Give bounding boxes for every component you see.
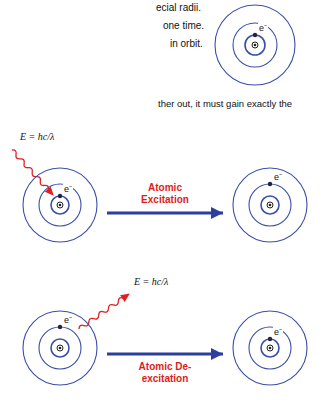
nucleus-core bbox=[269, 204, 272, 207]
orbit-ring bbox=[233, 311, 307, 385]
photon-arrowhead bbox=[120, 290, 132, 302]
nucleus-core bbox=[59, 204, 62, 207]
orbit-ring bbox=[245, 35, 265, 55]
atom-outline bbox=[223, 158, 317, 252]
nucleus-core bbox=[254, 44, 257, 47]
electron-label: e⁻ bbox=[273, 172, 283, 182]
orbit-ring bbox=[215, 5, 295, 85]
orbit-ring bbox=[233, 168, 307, 242]
nucleus bbox=[57, 202, 63, 208]
atom-outline bbox=[13, 301, 107, 395]
transition-arrow bbox=[107, 353, 223, 356]
photon-wave bbox=[78, 296, 125, 330]
orbit-ring bbox=[39, 184, 81, 226]
transition-label: Atomic Excitation bbox=[123, 182, 207, 206]
nucleus-core bbox=[59, 347, 62, 350]
atom-model: e⁻ bbox=[13, 301, 107, 395]
orbit-ring bbox=[51, 196, 69, 214]
atom-outline bbox=[223, 301, 317, 395]
orbit-ring bbox=[23, 168, 97, 242]
electron-label: e⁻ bbox=[258, 23, 268, 33]
nucleus bbox=[252, 42, 258, 48]
transition-arrow bbox=[107, 212, 223, 215]
atom-outline bbox=[205, 0, 305, 95]
electron bbox=[58, 325, 62, 329]
electron-label: e⁻ bbox=[63, 184, 73, 194]
outgoing-photon bbox=[77, 290, 132, 332]
atom-model: e⁻ bbox=[205, 0, 305, 95]
nucleus bbox=[267, 202, 273, 208]
orbit-ring bbox=[261, 196, 279, 214]
body-text: one time. bbox=[163, 20, 204, 32]
transition-label: Atomic De-excitation bbox=[123, 361, 207, 385]
body-text: ecial radii. bbox=[156, 2, 201, 14]
electron bbox=[58, 194, 62, 198]
orbit-ring bbox=[39, 327, 81, 369]
nucleus bbox=[57, 345, 63, 351]
orbit-ring bbox=[249, 327, 291, 369]
nucleus bbox=[267, 345, 273, 351]
atom-model: e⁻ bbox=[223, 301, 317, 395]
electron bbox=[268, 182, 272, 186]
photon-energy: E = hc/λ bbox=[20, 131, 54, 143]
body-text: ther out, it must gain exactly the bbox=[158, 98, 292, 110]
electron bbox=[253, 33, 257, 37]
electron bbox=[268, 337, 272, 341]
atom-outline bbox=[13, 158, 107, 252]
atom-model: e⁻ bbox=[223, 158, 317, 252]
orbit-ring bbox=[261, 339, 279, 357]
body-text: in orbit. bbox=[170, 38, 203, 50]
incoming-photon bbox=[9, 147, 57, 198]
electron-label: e⁻ bbox=[273, 327, 283, 337]
photon-wave bbox=[11, 149, 50, 192]
atom-model: e⁻ bbox=[13, 158, 107, 252]
nucleus-core bbox=[269, 347, 272, 350]
orbit-ring bbox=[23, 311, 97, 385]
orbit-ring bbox=[249, 184, 291, 226]
orbit-ring bbox=[51, 339, 69, 357]
orbit-ring bbox=[233, 23, 277, 67]
photon-energy: E = hc/λ bbox=[134, 276, 168, 288]
electron-label: e⁻ bbox=[63, 315, 73, 325]
